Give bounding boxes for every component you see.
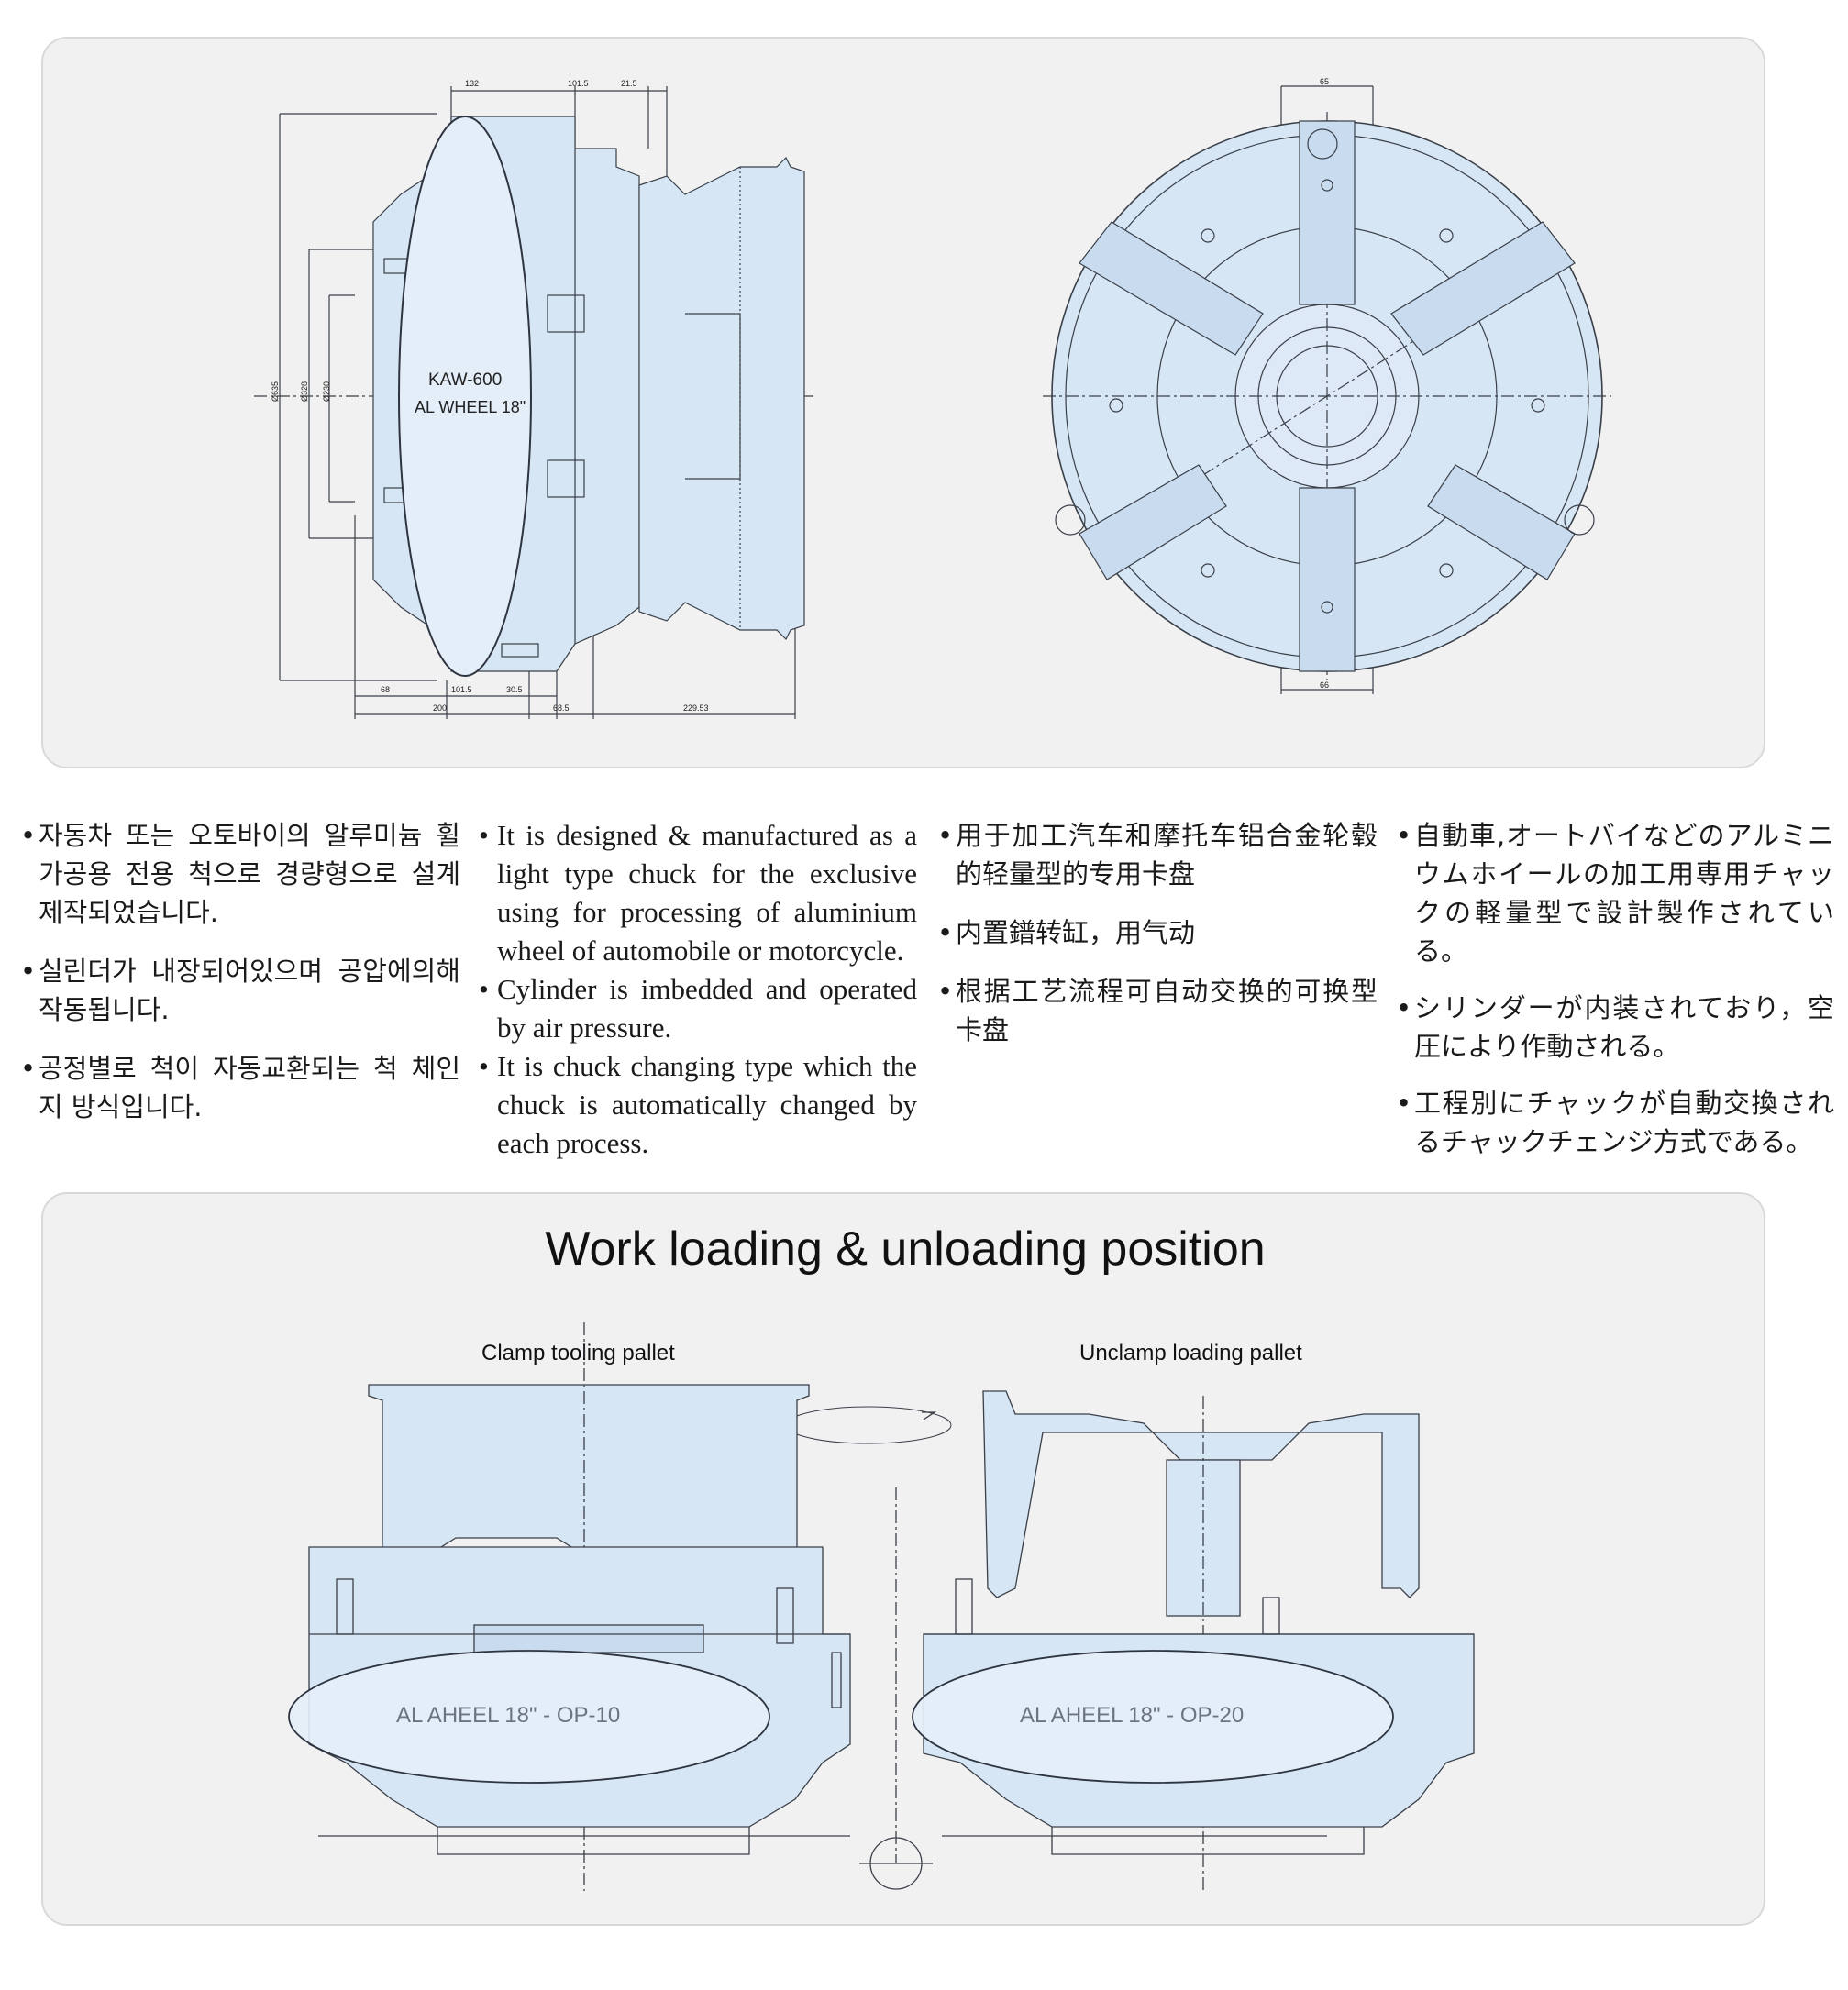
korean-bullet: 실린더가 내장되어있으며 공압에의해 작동됩니다. — [20, 952, 460, 1029]
japanese-bullet: 工程別にチャックが自動交換されるチャックチェンジ方式である。 — [1396, 1084, 1834, 1161]
chinese-bullet: 根据工艺流程可自动交换的可换型卡盘 — [937, 972, 1378, 1049]
model-label: KAW-600 — [428, 370, 503, 390]
english-bullet: It is designed & manufactured as a light… — [479, 816, 917, 970]
english-description: It is designed & manufactured as a light… — [479, 816, 917, 1163]
dim-top-1: 132 — [465, 79, 480, 88]
dim-top-2: 101.5 — [568, 79, 589, 88]
english-bullet: It is chuck changing type which the chuc… — [479, 1047, 917, 1163]
loading-position-panel: Work loading & unloading position Clamp … — [41, 1192, 1765, 1926]
chinese-description: 用于加工汽车和摩托车铝合金轮毂的轻量型的专用卡盘 内置鐠转缸，用气动 根据工艺流… — [937, 816, 1378, 1069]
chinese-bullet: 用于加工汽车和摩托车铝合金轮毂的轻量型的专用卡盘 — [937, 816, 1378, 893]
dim-bottom-6: 229.53 — [683, 703, 709, 713]
op20-label: AL AHEEL 18" - OP-20 — [1020, 1703, 1245, 1728]
op10-label: AL AHEEL 18" - OP-10 — [396, 1703, 621, 1728]
wheel-label: AL WHEEL 18" — [415, 398, 526, 416]
korean-bullet: 공정별로 척이 자동교환되는 척 체인지 방식입니다. — [20, 1049, 460, 1126]
unclamp-pallet-drawing — [923, 1390, 1475, 1891]
op20-highlight-ellipse — [912, 1650, 1394, 1784]
dim-bottom-3: 30.5 — [506, 685, 523, 694]
korean-description: 자동차 또는 오토바이의 알루미늄 휠 가공용 전용 척으로 경량형으로 설계 … — [20, 816, 460, 1146]
side-view-drawing — [254, 86, 813, 719]
clamp-caption: Clamp tooling pallet — [481, 1341, 675, 1365]
dim-top-3: 21.5 — [621, 79, 637, 88]
op10-highlight-ellipse — [288, 1650, 770, 1784]
rotation-arrow-head — [922, 1411, 937, 1421]
loading-drawings — [288, 1322, 1475, 1891]
front-view-drawing — [1043, 85, 1611, 694]
top-drawing-panel: KAW-600 AL WHEEL 18" 132 101.5 21.5 68 1… — [41, 37, 1765, 768]
clamp-pallet-drawing — [308, 1322, 851, 1891]
dim-bottom-1: 68 — [381, 685, 391, 694]
unclamp-caption: Unclamp loading pallet — [1079, 1341, 1302, 1365]
english-bullet: Cylinder is imbedded and operated by air… — [479, 970, 917, 1047]
front-dim-bottom: 66 — [1320, 680, 1330, 690]
korean-bullet: 자동차 또는 오토바이의 알루미늄 휠 가공용 전용 척으로 경량형으로 설계 … — [20, 816, 460, 932]
japanese-description: 自動車,オートバイなどのアルミニウムホイールの加工用専用チャックの軽量型で設計製… — [1396, 816, 1834, 1179]
chinese-bullet: 内置鐠转缸，用气动 — [937, 913, 1378, 952]
side-view-highlight-ellipse — [398, 116, 532, 677]
japanese-bullet: 自動車,オートバイなどのアルミニウムホイールの加工用専用チャックの軽量型で設計製… — [1396, 816, 1834, 970]
dim-bottom-4: 200 — [433, 703, 448, 713]
dim-bottom-2: 101.5 — [451, 685, 472, 694]
chuck-drawings — [254, 85, 1611, 719]
japanese-bullet: シリンダーが内装されており，空圧により作動される。 — [1396, 989, 1834, 1066]
loading-position-title: Work loading & unloading position — [545, 1222, 1266, 1276]
dim-left-1: Ø635 — [271, 381, 281, 403]
dim-left-3: Ø230 — [322, 381, 332, 403]
front-dim-top: 65 — [1320, 77, 1330, 86]
dim-left-2: Ø328 — [300, 381, 310, 403]
dim-bottom-5: 68.5 — [553, 703, 570, 713]
